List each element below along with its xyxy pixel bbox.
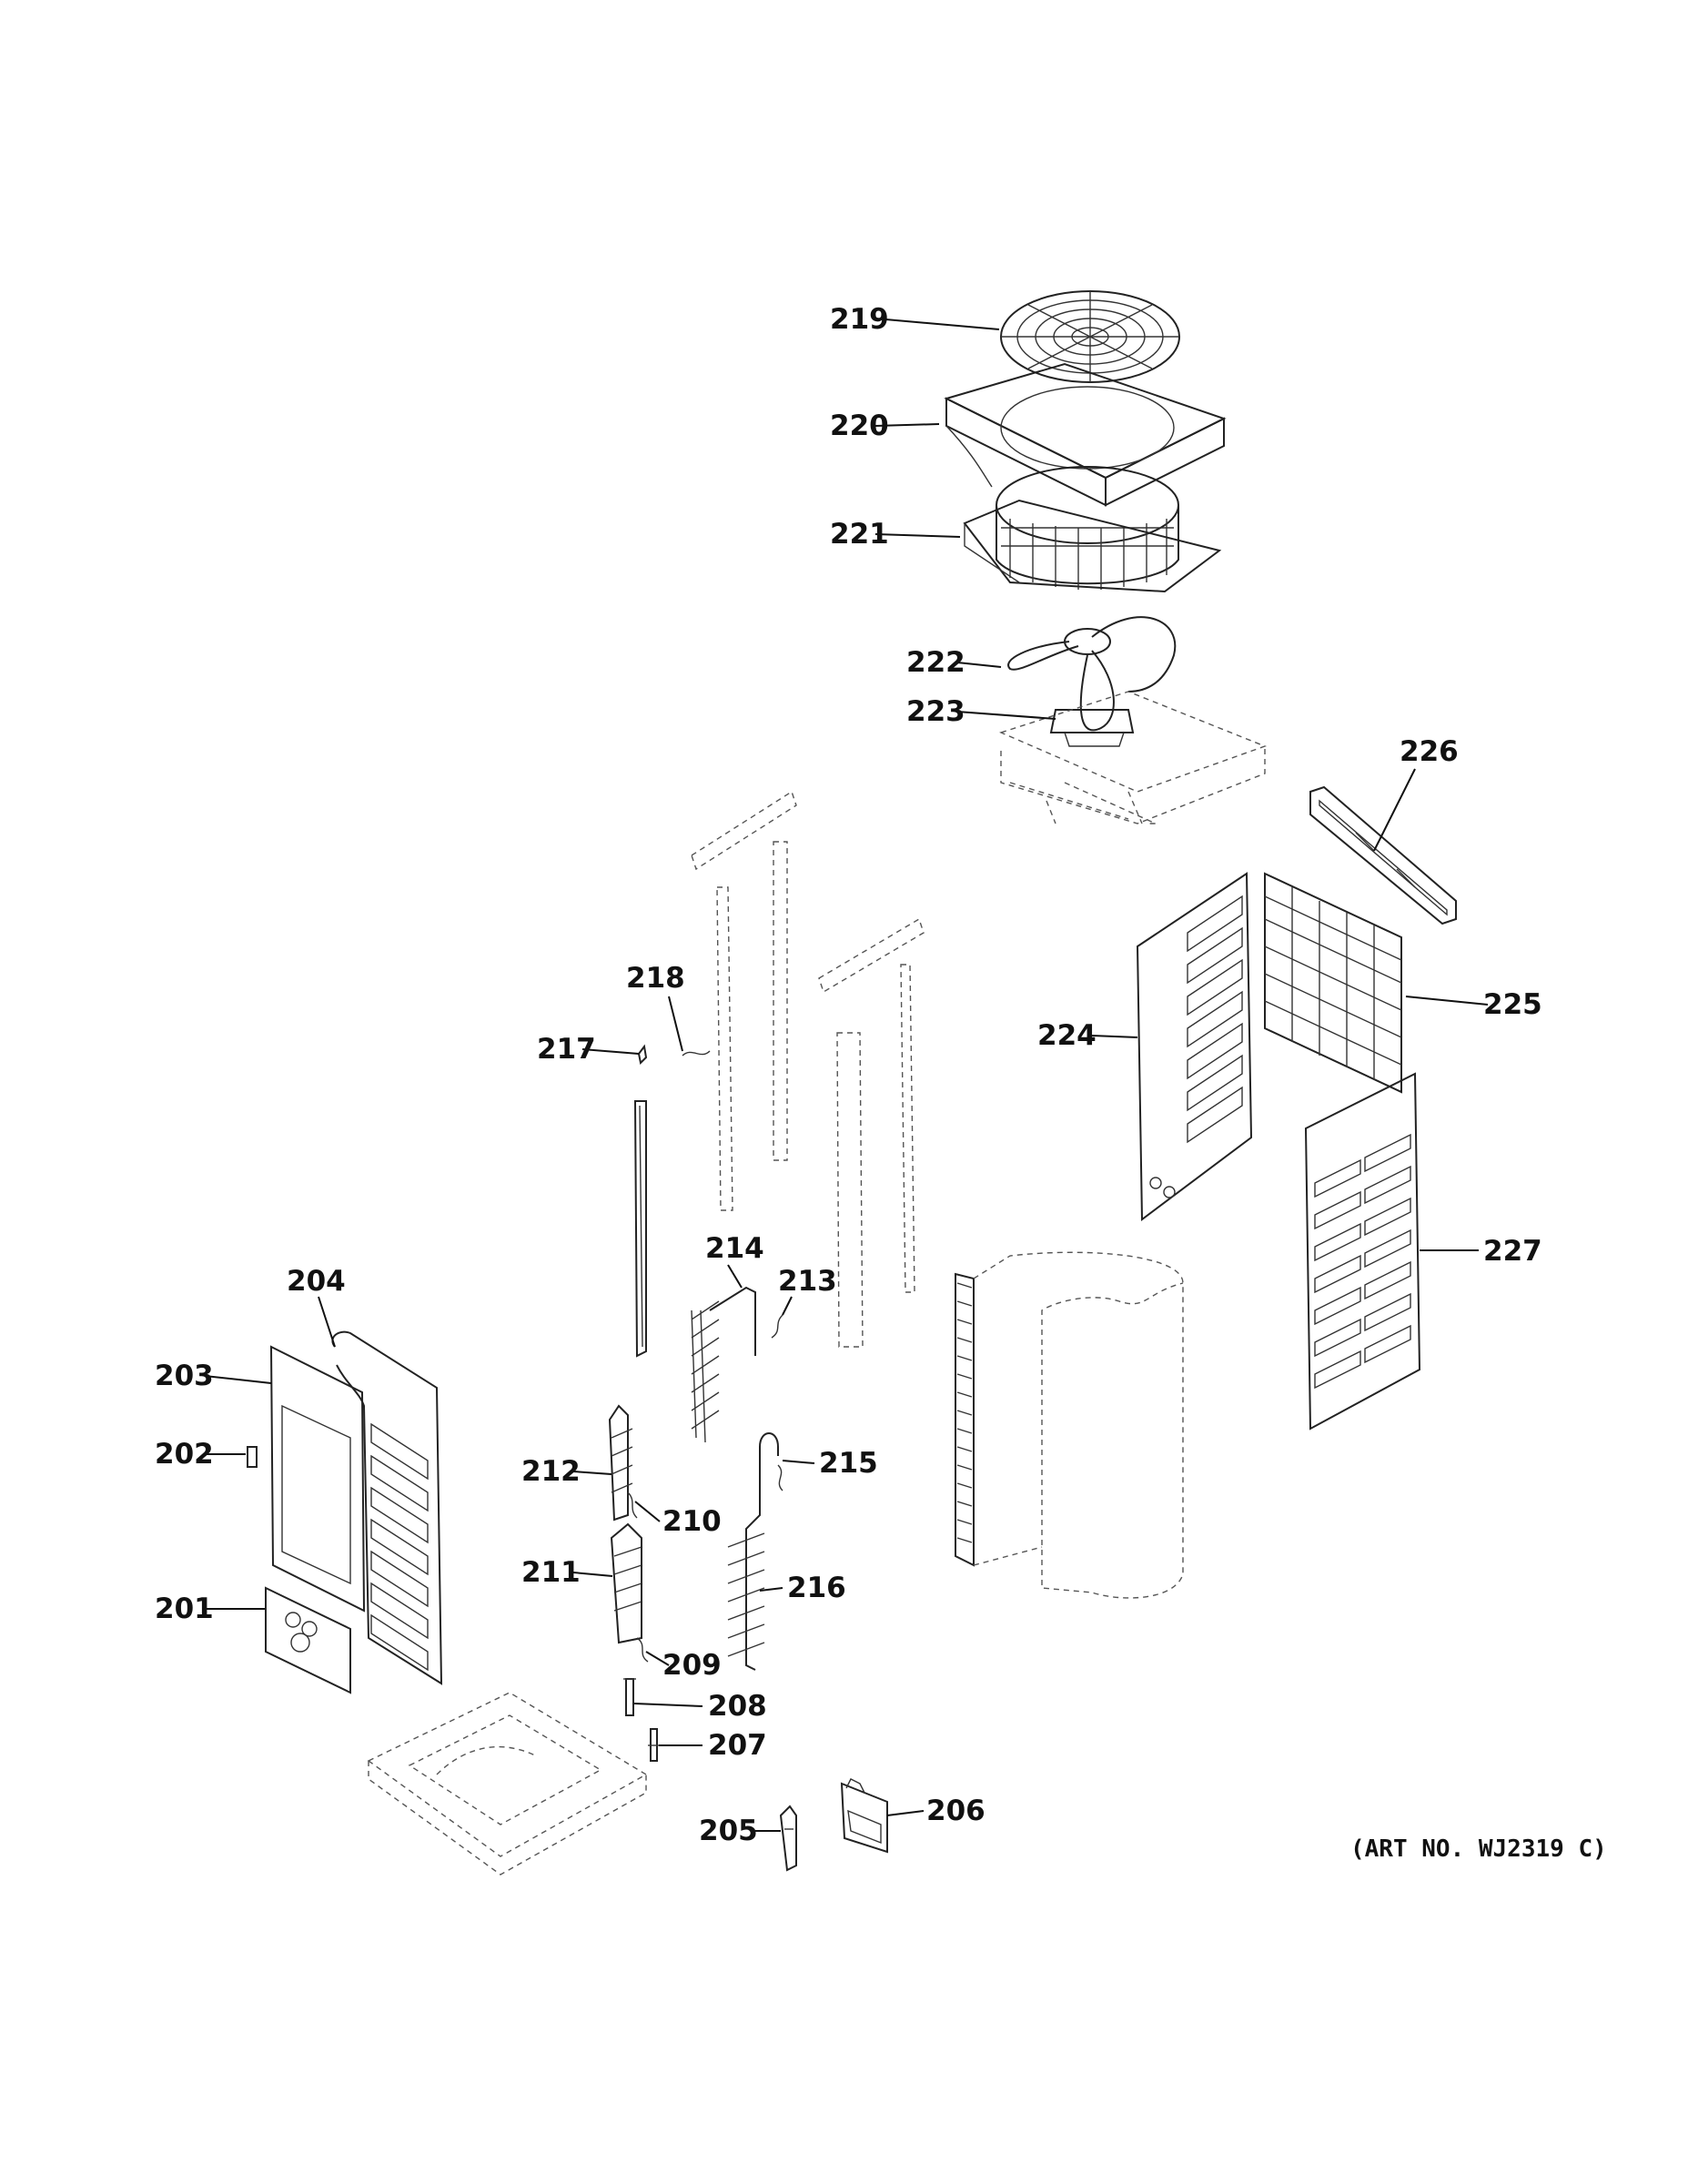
- callout-223: 223: [906, 695, 965, 728]
- top-panel-part: [1309, 785, 1457, 925]
- callout-226: 226: [1400, 735, 1459, 768]
- callout-212: 212: [521, 1455, 581, 1488]
- spring-part-209: [636, 1637, 649, 1663]
- callout-204: 204: [287, 1265, 346, 1298]
- valve-part-205: [779, 1805, 797, 1872]
- callout-203: 203: [155, 1360, 214, 1392]
- callout-218: 218: [626, 962, 685, 995]
- bracket-part-206: [840, 1778, 888, 1854]
- side-panel-part-203: [269, 1345, 366, 1613]
- small-part-202: [247, 1446, 258, 1468]
- callout-220: 220: [830, 410, 889, 442]
- front-grille-panel-part: [1304, 1072, 1421, 1431]
- tube-assembly-214: [691, 1286, 756, 1443]
- callout-210: 210: [662, 1505, 722, 1538]
- callout-205: 205: [699, 1815, 758, 1847]
- motor-bracket-frame-part: [999, 691, 1267, 824]
- callout-224: 224: [1037, 1019, 1097, 1052]
- top-cover-part: [944, 362, 1227, 507]
- callout-214: 214: [705, 1232, 764, 1265]
- fan-motor-part: [1049, 709, 1135, 747]
- callout-215: 215: [819, 1447, 878, 1480]
- callout-206: 206: [926, 1795, 986, 1827]
- tube-assembly-216: [727, 1432, 779, 1671]
- callout-225: 225: [1483, 988, 1542, 1021]
- callout-208: 208: [708, 1690, 767, 1723]
- callout-217: 217: [537, 1033, 596, 1066]
- callout-221: 221: [830, 518, 889, 551]
- callout-227: 227: [1483, 1235, 1542, 1268]
- callout-207: 207: [708, 1729, 767, 1762]
- callout-202: 202: [155, 1438, 214, 1471]
- fan-shroud-part: [963, 466, 1222, 593]
- callout-201: 201: [155, 1592, 214, 1625]
- tube-assembly-211: [610, 1522, 642, 1644]
- fan-guard-part: [1000, 290, 1180, 383]
- callout-222: 222: [906, 646, 965, 679]
- leader-lines: [204, 318, 1489, 1832]
- callout-209: 209: [662, 1649, 722, 1682]
- valve-part-207: [648, 1728, 660, 1762]
- tube-assembly-212: [608, 1404, 633, 1522]
- grille-panel-part-204: [331, 1330, 443, 1685]
- valve-part-208: [623, 1678, 636, 1716]
- fan-blade-part: [1007, 616, 1177, 732]
- access-panel-part-201: [265, 1586, 351, 1694]
- condenser-coil-part: [955, 1251, 1184, 1599]
- side-panel-part: [1136, 872, 1253, 1221]
- wire-part: [771, 1314, 783, 1339]
- callout-labels: 219 220 221 222 223 226 225 224 227 218 …: [155, 303, 1542, 1847]
- callout-211: 211: [521, 1556, 581, 1589]
- spring-part-215: [777, 1464, 783, 1491]
- spring-clip-part: [682, 1050, 711, 1057]
- callout-219: 219: [830, 303, 889, 336]
- callout-216: 216: [787, 1572, 846, 1604]
- rear-grille-part: [1264, 872, 1402, 1094]
- spring-part-210: [627, 1491, 638, 1519]
- art-number-label: (ART NO. WJ2319 C): [1350, 1835, 1607, 1863]
- callout-213: 213: [778, 1265, 837, 1298]
- small-clip-part: [637, 1044, 648, 1066]
- frame-rails-part: [633, 790, 925, 1358]
- base-pan-part: [367, 1692, 648, 1876]
